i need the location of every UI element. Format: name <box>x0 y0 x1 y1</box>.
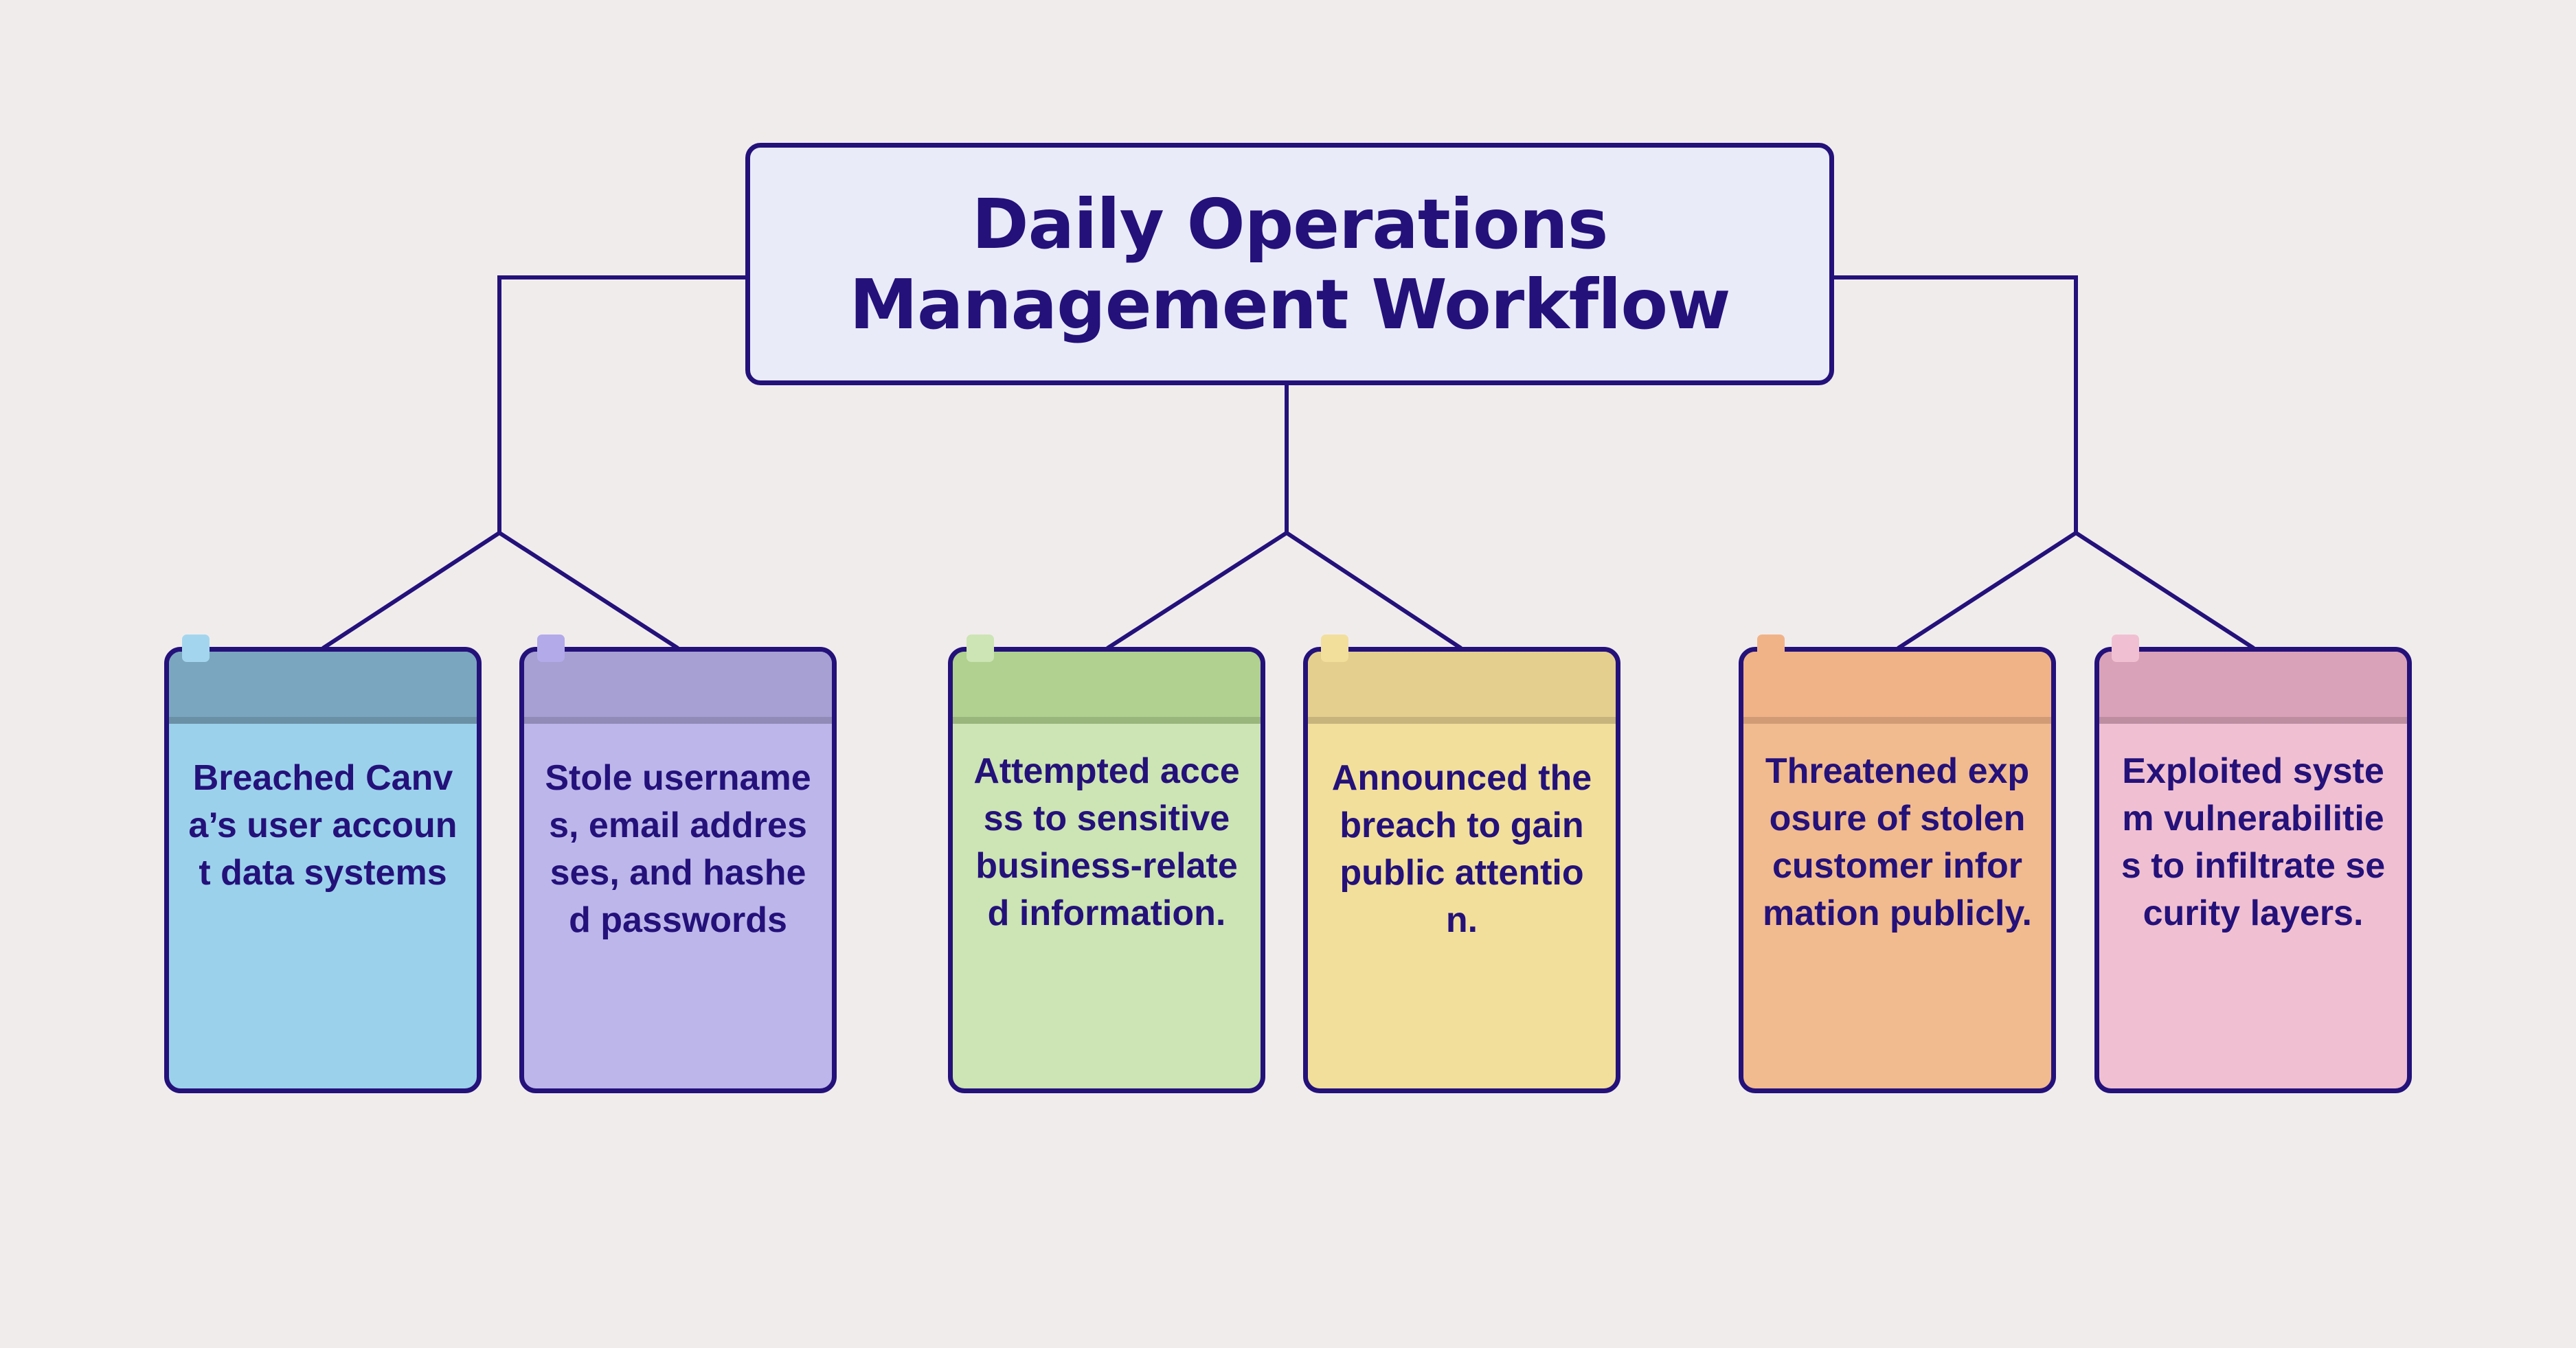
card-tab-icon <box>182 635 210 662</box>
card-tab-icon <box>537 635 565 662</box>
card-header <box>1743 652 2051 724</box>
card-tab-icon <box>1321 635 1348 662</box>
card-header <box>1308 652 1616 724</box>
step-card-2: Stole usernames, email addresses, and ha… <box>519 647 837 1093</box>
connector-center-split <box>1106 530 1462 650</box>
title-line-2: Management Workflow <box>849 264 1730 345</box>
diagram-title: Daily Operations Management Workflow <box>849 184 1730 345</box>
card-header <box>953 652 1261 724</box>
step-card-3: Attempted access to sensitive business-r… <box>948 647 1265 1093</box>
connector-right-split <box>1897 530 2255 650</box>
card-text: Announced the breach to gain public atte… <box>1331 758 1592 940</box>
title-box: Daily Operations Management Workflow <box>745 143 1834 385</box>
connector-left-split <box>321 530 679 650</box>
connector-left-branch <box>497 275 745 533</box>
title-line-1: Daily Operations <box>971 183 1609 264</box>
card-tab-icon <box>1757 635 1785 662</box>
card-text: Exploited system vulnerabilities to infi… <box>2121 751 2386 933</box>
card-text: Breached Canva’s user account data syste… <box>188 758 457 893</box>
card-header <box>524 652 832 724</box>
step-card-5: Threatened exposure of stolen customer i… <box>1739 647 2056 1093</box>
connector-right-branch <box>1834 275 2078 533</box>
step-card-1: Breached Canva’s user account data syste… <box>164 647 482 1093</box>
card-header <box>2099 652 2407 724</box>
card-header <box>169 652 477 724</box>
card-text: Attempted access to sensitive business-r… <box>973 751 1240 933</box>
card-tab-icon <box>967 635 994 662</box>
card-text: Stole usernames, email addresses, and ha… <box>545 758 811 940</box>
step-card-6: Exploited system vulnerabilities to infi… <box>2094 647 2412 1093</box>
card-text: Threatened exposure of stolen customer i… <box>1763 751 2032 933</box>
step-card-4: Announced the breach to gain public atte… <box>1303 647 1620 1093</box>
card-tab-icon <box>2112 635 2139 662</box>
